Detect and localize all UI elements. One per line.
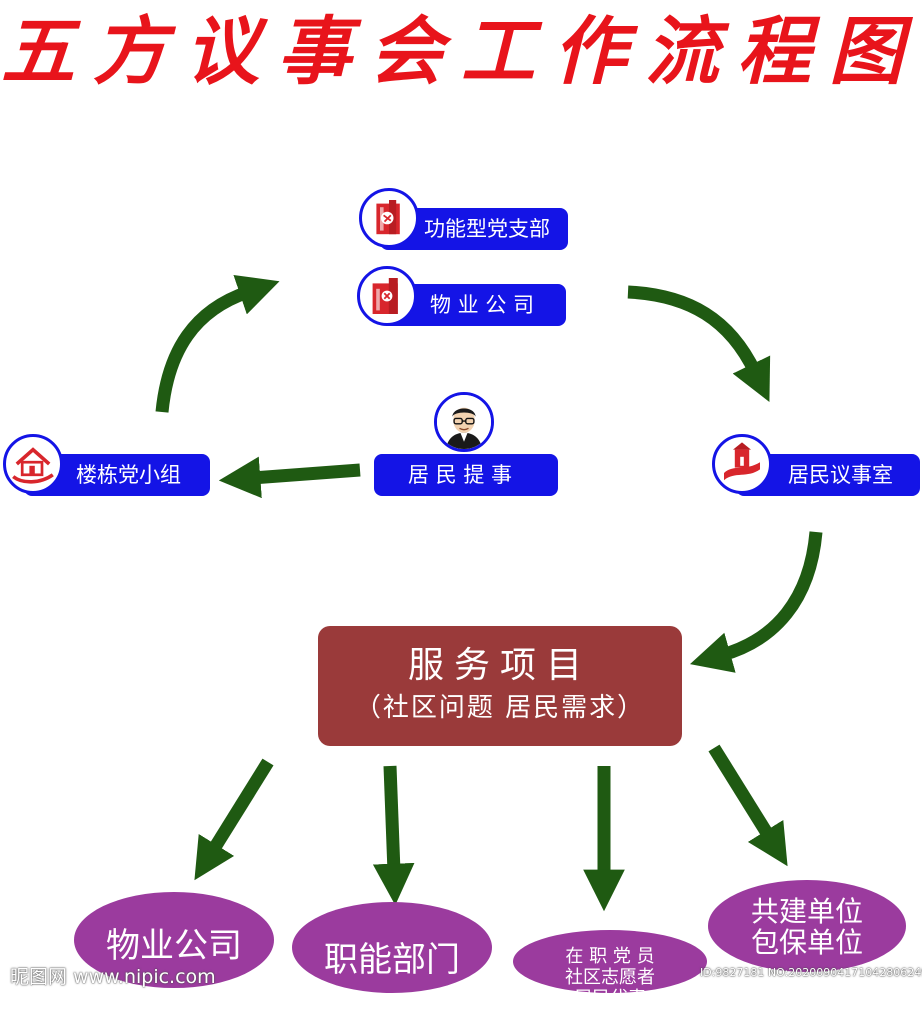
output-members-volunteers: 在 职 党 员 社区志愿者 居民代表 — [513, 930, 707, 1009]
output-functional-departments-label: 职能部门 — [324, 940, 460, 980]
arrow-branch-to-council — [627, 285, 771, 402]
arrow-issue-to-group — [218, 456, 361, 499]
output-members-line1: 在 职 党 员 — [565, 946, 655, 967]
service-project-box: 服务项目 （社区问题 居民需求） — [318, 626, 682, 746]
node-property-company-top-label: 物 业 公 司 — [430, 293, 535, 317]
output-units-line2: 包保单位 — [750, 926, 863, 959]
output-functional-departments: 职能部门 — [292, 902, 492, 993]
output-property-company-label: 物业公司 — [106, 926, 242, 966]
resident-avatar-icon — [434, 392, 494, 452]
arrow-service-to-departments — [372, 765, 415, 906]
watermark-right: ID:9827181 NO:20200904171042806249 — [700, 966, 922, 979]
party-building-icon — [359, 188, 419, 248]
house-hand-icon — [3, 434, 63, 494]
output-members-line2: 社区志愿者 — [565, 967, 655, 988]
node-resident-issue: 居 民 提 事 — [374, 454, 558, 496]
service-project-subtitle: （社区问题 居民需求） — [354, 693, 646, 723]
output-co-build-units: 共建单位 包保单位 — [708, 880, 906, 972]
output-members-line3: 居民代表 — [574, 988, 646, 1009]
arrow-group-to-branch — [155, 274, 280, 413]
page-title: 五方议事会工作流程图 — [1, 9, 921, 95]
service-project-title: 服务项目 — [407, 645, 592, 686]
output-property-company: 物业公司 — [74, 892, 274, 988]
output-units-line1: 共建单位 — [750, 895, 863, 928]
property-building-icon — [357, 266, 417, 326]
node-resident-council-room-label: 居民议事室 — [788, 463, 893, 487]
watermark-left: 昵图网 www.nipic.com — [10, 966, 216, 988]
arrow-service-to-property — [194, 758, 274, 881]
arrow-service-to-units — [708, 744, 788, 867]
node-functional-branch-label: 功能型党支部 — [424, 217, 550, 241]
arrow-council-to-service — [689, 531, 823, 673]
council-building-icon — [712, 434, 772, 494]
node-resident-issue-label: 居 民 提 事 — [408, 463, 513, 487]
node-building-group-label: 楼栋党小组 — [76, 463, 181, 487]
